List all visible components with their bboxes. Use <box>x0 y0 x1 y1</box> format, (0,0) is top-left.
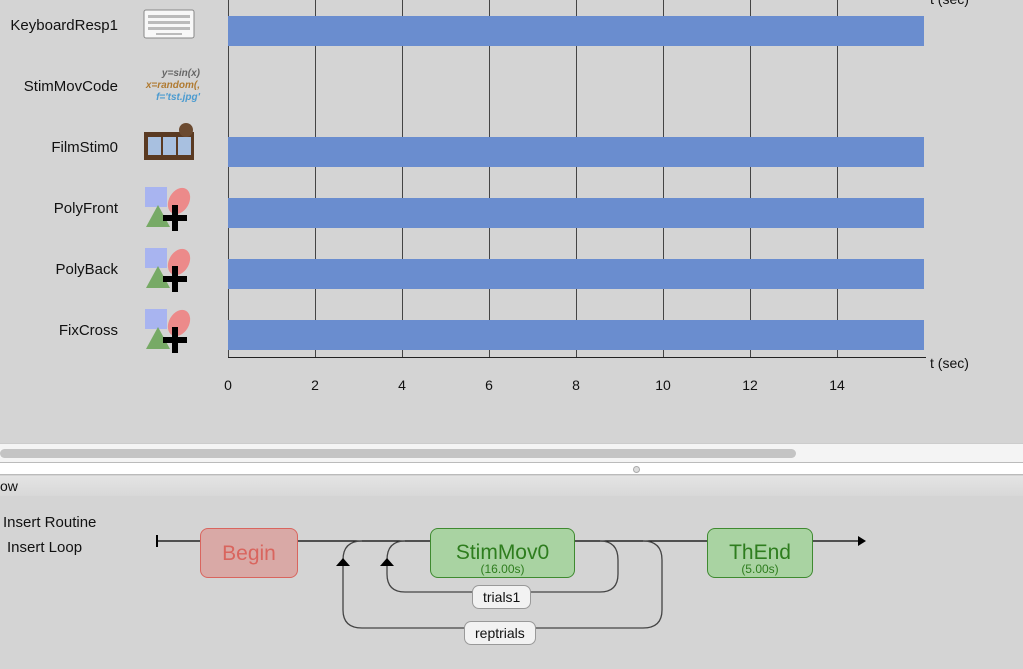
component-bar[interactable] <box>228 259 924 289</box>
code-line: x=random(, <box>145 80 200 91</box>
flow-panel-header: ow <box>0 476 1023 496</box>
component-fixcross[interactable]: FixCross <box>58 322 118 339</box>
scrollbar-thumb[interactable] <box>0 449 796 458</box>
component-stimmovcode[interactable]: StimMovCode <box>23 78 118 95</box>
panel-sash[interactable] <box>0 463 1023 475</box>
component-polyfront[interactable]: PolyFront <box>53 200 118 217</box>
time-axis <box>228 357 926 358</box>
polygon-icon[interactable] <box>142 187 196 231</box>
tick-label: 0 <box>224 377 232 393</box>
component-bar[interactable] <box>228 137 924 167</box>
film-icon[interactable] <box>142 122 196 166</box>
grid-line <box>837 0 838 357</box>
loop-label-trials1[interactable]: trials1 <box>472 585 532 609</box>
sash-grip[interactable] <box>633 466 640 473</box>
tick-label: 6 <box>485 377 493 393</box>
tick-label: 8 <box>572 377 580 393</box>
grid-line <box>228 0 229 357</box>
grid-line <box>750 0 751 357</box>
component-keyboardresp1[interactable]: KeyboardResp1 <box>10 17 118 34</box>
component-bar[interactable] <box>228 16 924 46</box>
flow-end-arrow <box>858 536 866 546</box>
routine-begin[interactable]: Begin <box>200 528 298 578</box>
component-bar[interactable] <box>228 198 924 228</box>
routine-name: ThEnd <box>729 541 791 564</box>
component-polyback[interactable]: PolyBack <box>55 261 118 278</box>
polygon-icon[interactable] <box>142 309 196 353</box>
loop-label-reptrials[interactable]: reptrials <box>464 621 536 645</box>
horizontal-scrollbar[interactable] <box>0 443 1023 463</box>
insert-loop-button[interactable]: Insert Loop <box>7 539 83 556</box>
tick-label: 2 <box>311 377 319 393</box>
component-bar[interactable] <box>228 320 924 350</box>
grid-line <box>489 0 490 357</box>
axis-label: t (sec) <box>930 355 969 371</box>
flow-panel-title: ow <box>0 478 18 494</box>
component-filmstim0[interactable]: FilmStim0 <box>51 139 118 156</box>
insert-routine-button[interactable]: Insert Routine <box>3 514 97 531</box>
grid-line <box>315 0 316 357</box>
tick-label: 14 <box>829 377 845 393</box>
routine-thend[interactable]: ThEnd (5.00s) <box>707 528 813 578</box>
tick-label: 10 <box>655 377 671 393</box>
code-line: y=sin(x) <box>161 68 200 79</box>
routine-duration: (16.00s) <box>480 562 525 576</box>
grid-line <box>663 0 664 357</box>
polygon-icon[interactable] <box>142 248 196 292</box>
routine-duration: (5.00s) <box>741 562 779 576</box>
code-icon[interactable]: y=sin(x) x=random(, f='tst.jpg' <box>140 68 200 104</box>
keyboard-icon[interactable] <box>142 6 196 50</box>
tick-label: 12 <box>742 377 758 393</box>
routine-stimmov0[interactable]: StimMov0 (16.00s) <box>430 528 575 578</box>
loop-arrow <box>380 558 394 566</box>
axis-label-top: t (sec) <box>930 0 969 7</box>
routine-name: Begin <box>222 542 276 565</box>
grid-line <box>576 0 577 357</box>
tick-label: 4 <box>398 377 406 393</box>
routine-name: StimMov0 <box>455 541 550 564</box>
grid-line <box>402 0 403 357</box>
code-line: f='tst.jpg' <box>156 92 200 103</box>
loop-arrow <box>336 558 350 566</box>
